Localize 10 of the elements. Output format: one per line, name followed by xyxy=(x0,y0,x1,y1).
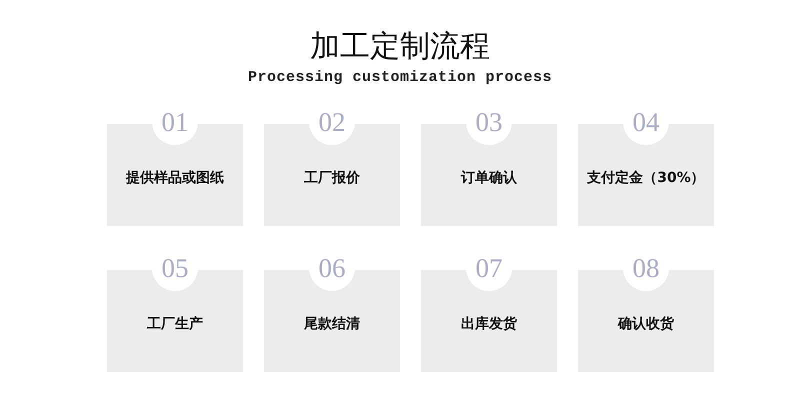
subtitle: Processing customization process xyxy=(246,68,554,88)
step-label: 出库发货 xyxy=(460,314,518,334)
step-label: 确认收货 xyxy=(616,315,675,334)
step-label: 提供样品或图纸 xyxy=(124,169,225,188)
step-label: 订单确认 xyxy=(460,169,518,188)
step-label: 尾款结清 xyxy=(302,315,361,334)
step-label: 支付定金（30%） xyxy=(586,168,706,188)
step-label: 工厂报价 xyxy=(303,169,361,188)
title: 加工定制流程 xyxy=(309,28,491,66)
step-label: 工厂生产 xyxy=(146,315,204,334)
